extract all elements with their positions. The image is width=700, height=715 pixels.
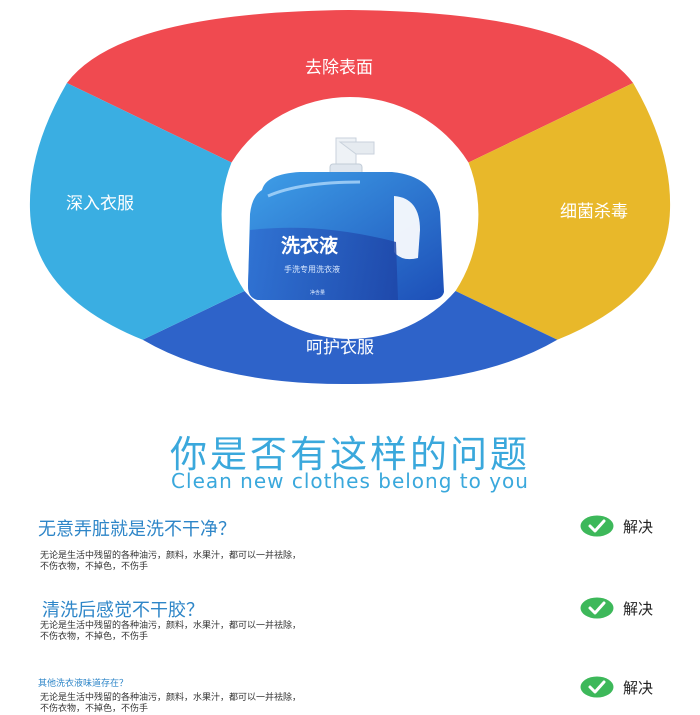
product-tagline: 手洗专用洗衣液 xyxy=(284,264,340,274)
wheel-label-bottom: 呵护衣服 xyxy=(306,338,374,358)
check-icon xyxy=(580,597,614,619)
page-subheadline: Clean new clothes belong to you xyxy=(171,469,529,493)
wheel-segment-left xyxy=(29,83,245,340)
page-headline: 你是否有这样的问题 xyxy=(170,433,530,476)
wheel-label-top: 去除表面 xyxy=(305,58,373,78)
resolve-button[interactable]: 解决 xyxy=(580,676,653,698)
faq-description: 无论是生活中残留的各种油污，颜料，水果汁，都可以一并祛除， 不伤衣物，不掉色，不… xyxy=(40,693,301,715)
faq-desc-line: 无论是生活中残留的各种油污，颜料，水果汁，都可以一并祛除， xyxy=(40,693,302,703)
resolve-button[interactable]: 解决 xyxy=(580,515,653,537)
resolve-button[interactable]: 解决 xyxy=(580,597,653,619)
faq-description: 无论是生活中残留的各种油污，颜料，水果汁，都可以一并祛除， 不伤衣物，不掉色，不… xyxy=(40,551,301,573)
resolve-label: 解决 xyxy=(623,678,654,697)
wheel-label-right: 细菌杀毒 xyxy=(560,202,628,222)
resolve-label: 解决 xyxy=(623,599,654,618)
wheel-label-left: 深入衣服 xyxy=(66,194,134,214)
resolve-label: 解决 xyxy=(623,517,654,536)
faq-description: 无论是生活中残留的各种油污，颜料，水果汁，都可以一并祛除， 不伤衣物，不掉色，不… xyxy=(40,621,301,643)
faq-desc-line: 无论是生活中残留的各种油污，颜料，水果汁，都可以一并祛除， xyxy=(40,621,302,631)
faq-question: 其他洗衣液味道存在？ xyxy=(38,679,129,689)
wheel-segment-right xyxy=(455,83,671,340)
faq-question: 清洗后感觉不干胶？ xyxy=(42,600,204,621)
faq-desc-line: 不伤衣物，不掉色，不伤手 xyxy=(40,704,149,714)
check-icon xyxy=(580,515,614,537)
wheel-segment-bottom xyxy=(142,291,558,385)
benefit-wheel: 去除表面 细菌杀毒 呵护衣服 深入衣服 洗衣液 手洗专用洗衣液 净含量 xyxy=(29,10,671,385)
faq-question: 无意弄脏就是洗不干净？ xyxy=(38,519,236,540)
product-volume: 净含量 xyxy=(310,289,325,296)
faq-desc-line: 不伤衣物，不掉色，不伤手 xyxy=(40,632,149,642)
wheel-segment-top xyxy=(66,10,634,163)
faq-desc-line: 无论是生活中残留的各种油污，颜料，水果汁，都可以一并祛除， xyxy=(40,551,302,561)
detergent-bottle-image xyxy=(248,137,444,300)
product-name: 洗衣液 xyxy=(281,234,339,257)
faq-desc-line: 不伤衣物，不掉色，不伤手 xyxy=(40,562,149,572)
check-icon xyxy=(580,676,614,698)
